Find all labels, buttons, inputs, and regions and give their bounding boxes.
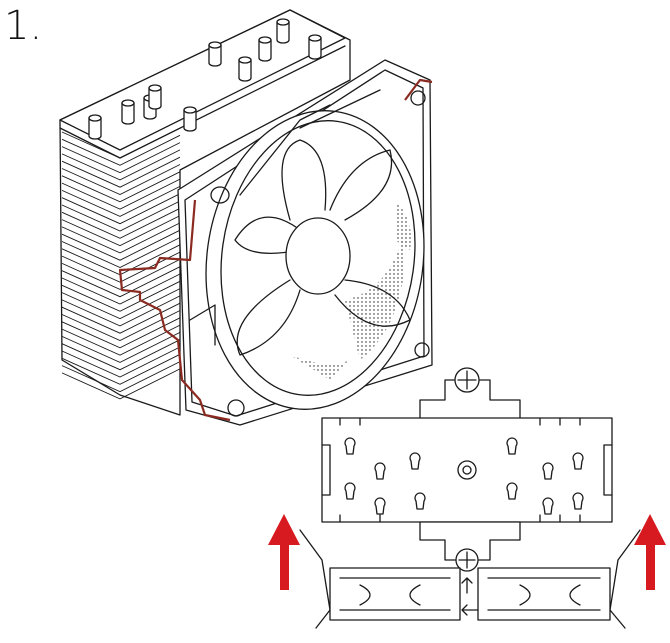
mounting-diagram xyxy=(268,367,666,629)
cpu-cooler xyxy=(59,9,433,426)
step-number: 1. xyxy=(4,3,43,49)
up-arrow-icon xyxy=(268,514,300,590)
small-up-arrow-icon xyxy=(461,577,473,594)
up-arrow-icon xyxy=(634,514,666,590)
fan-clip xyxy=(118,199,231,422)
small-left-arrow-icon xyxy=(461,604,479,616)
heatpipe-tops xyxy=(88,18,322,140)
fan xyxy=(177,59,433,426)
